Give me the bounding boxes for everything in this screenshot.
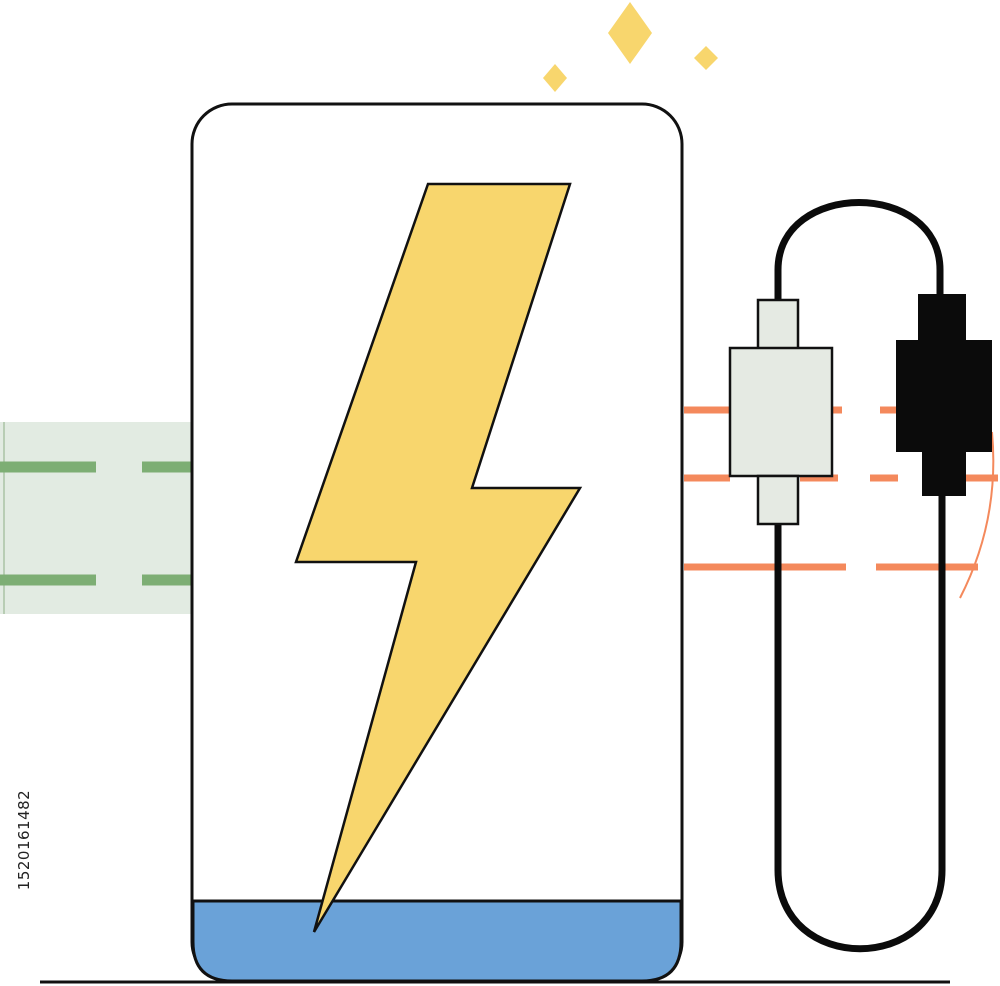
- orange-speed-lines: [684, 406, 998, 599]
- sparkle-small-left: [543, 64, 567, 92]
- lightning-bolt-icon: [294, 182, 583, 933]
- stock-id-watermark: 1520161482: [14, 745, 34, 935]
- black-plug-icon: [896, 294, 992, 496]
- stock-id-text: 1520161482: [15, 789, 33, 891]
- cable-wire: [774, 490, 946, 953]
- sparkles: [543, 2, 718, 92]
- white-plug-icon: [728, 298, 834, 526]
- sparkle-large: [608, 2, 652, 64]
- green-band: [0, 422, 196, 614]
- phone: [190, 102, 684, 984]
- battery-level-bar: [191, 899, 683, 983]
- sparkle-small-right: [694, 46, 718, 70]
- cable-wire: [774, 199, 944, 300]
- charging-cable: [728, 199, 992, 953]
